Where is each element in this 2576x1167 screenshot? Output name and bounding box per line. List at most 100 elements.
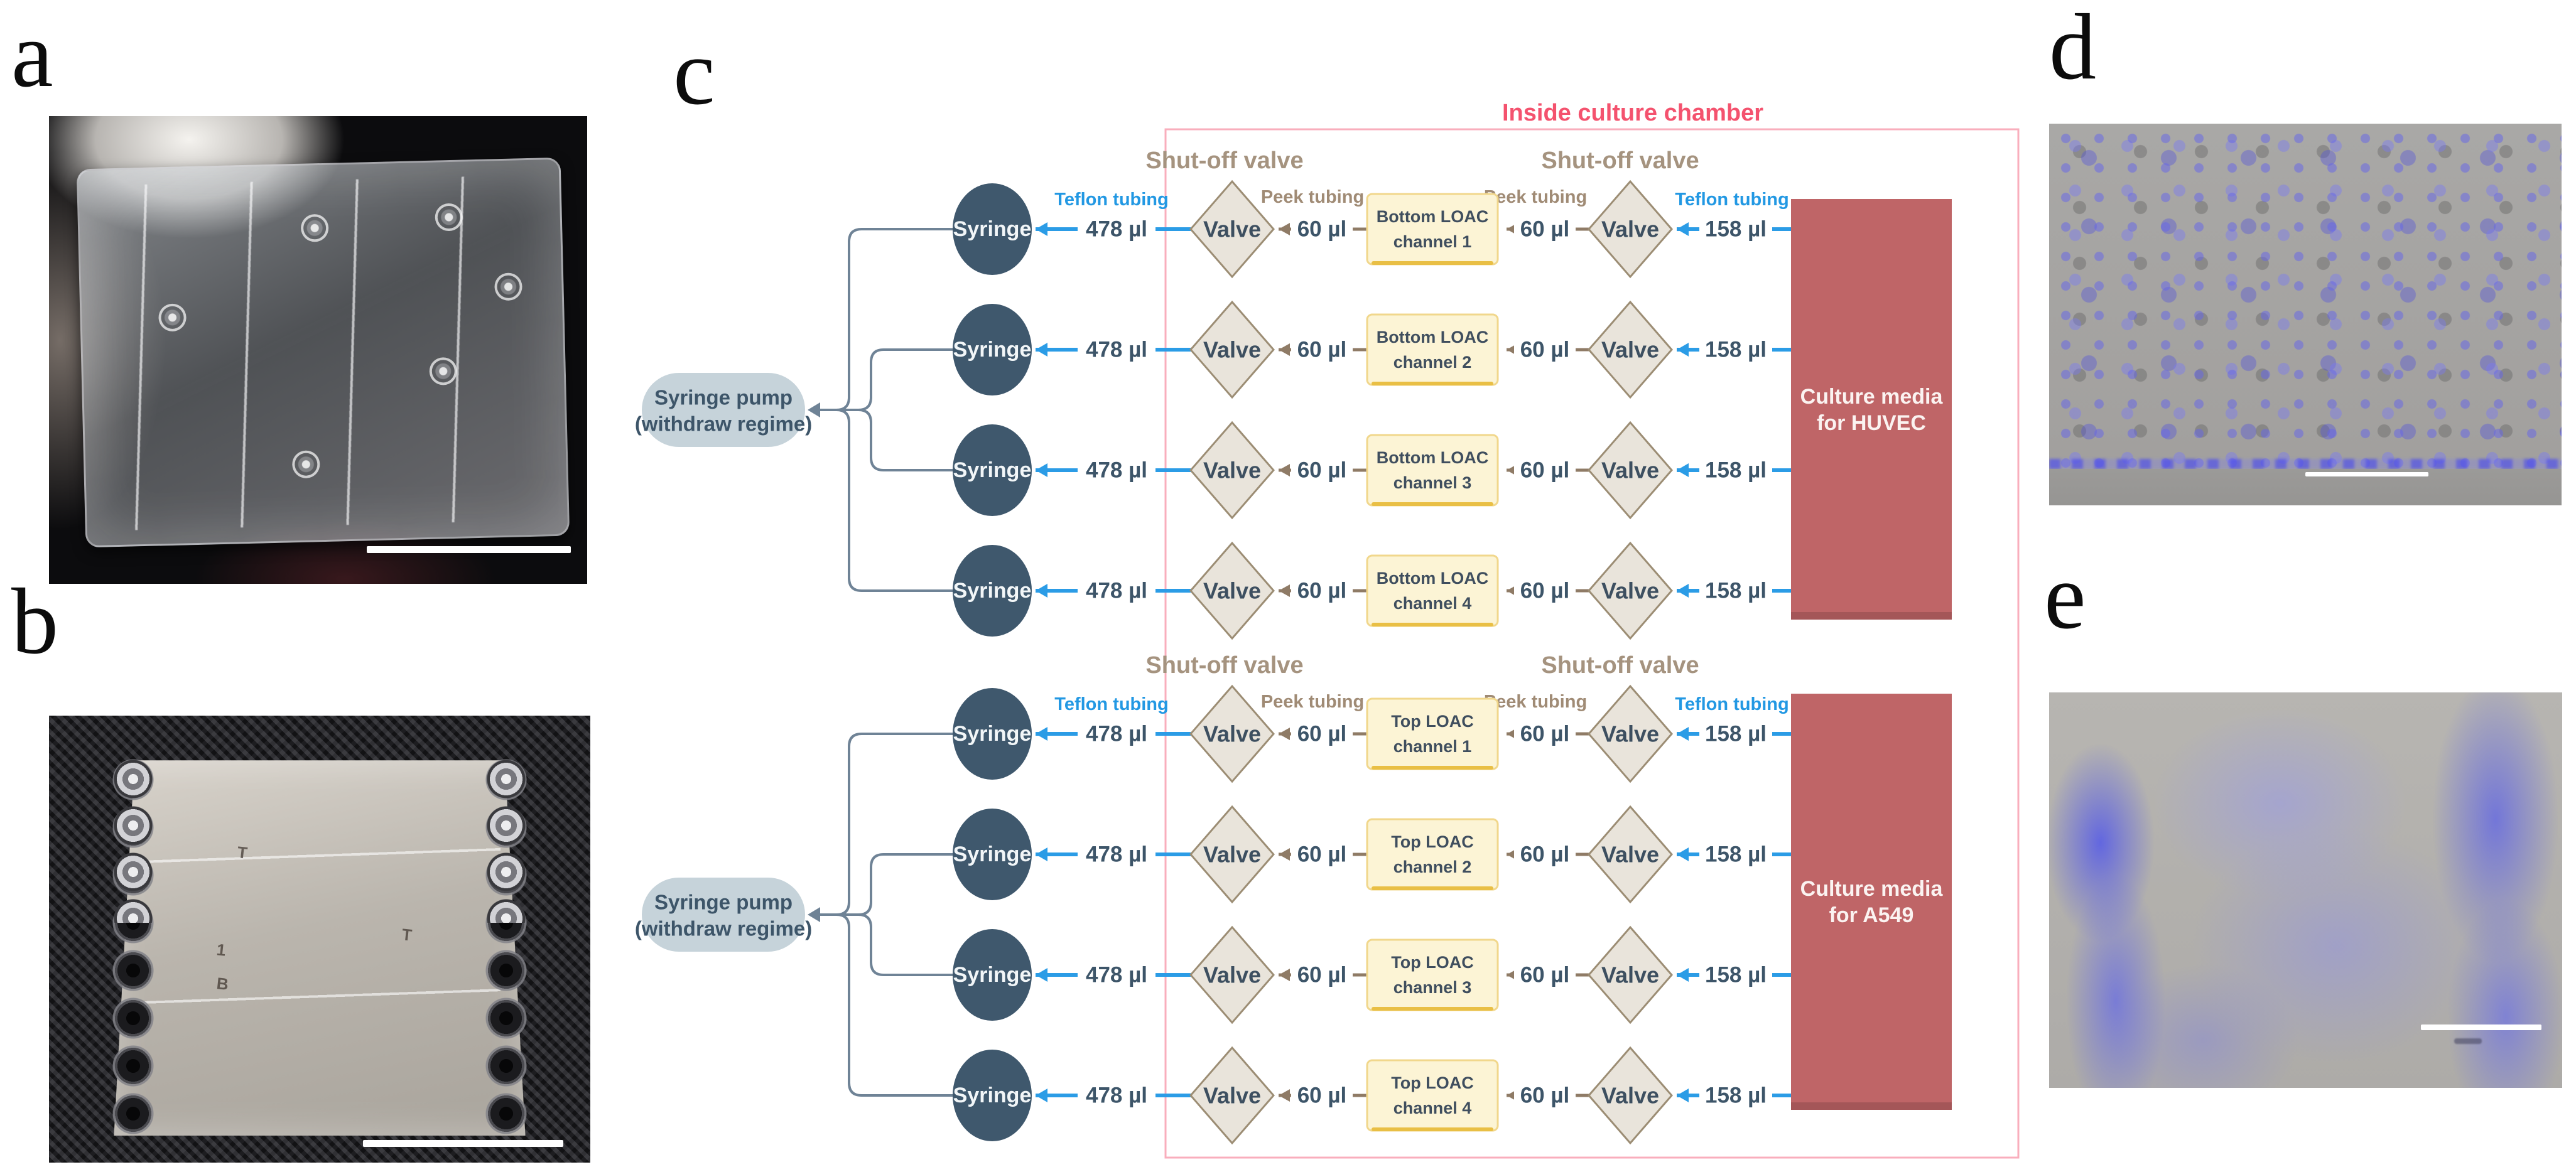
svg-text:Valve: Valve [1203, 1083, 1261, 1109]
svg-text:478 µl: 478 µl [1086, 1084, 1147, 1108]
svg-text:Top LOAC: Top LOAC [1391, 712, 1473, 731]
valve-icon [1588, 805, 1673, 904]
arrowhead-to-pump [808, 907, 820, 922]
shutoff-valve-label: Shut-off valve [1541, 652, 1699, 679]
loac-channel-box [1366, 193, 1499, 266]
svg-text:Syringe: Syringe [953, 338, 1032, 362]
svg-text:(withdraw regime): (withdraw regime) [635, 917, 812, 940]
svg-text:Top LOAC: Top LOAC [1391, 832, 1473, 851]
svg-text:158 µl: 158 µl [1705, 579, 1767, 603]
valve-icon [1588, 925, 1673, 1024]
loac-channel-box [1366, 1059, 1499, 1132]
syringe-node [953, 424, 1032, 516]
svg-text:60 µl: 60 µl [1297, 458, 1347, 483]
syringe-node [953, 1050, 1032, 1141]
shutoff-valve-label: Shut-off valve [1145, 652, 1303, 679]
flow-row: 478 µl Syringe Valve 60 µl Top LOACchann… [953, 925, 1791, 1024]
svg-text:channel 1: channel 1 [1394, 232, 1472, 251]
chip-channel-lines [138, 790, 501, 1106]
valve-icon [1189, 684, 1275, 783]
media-reservoir-huvec: Culture media for HUVEC [1791, 199, 1952, 620]
svg-text:Valve: Valve [1203, 578, 1261, 604]
svg-text:Valve: Valve [1203, 217, 1261, 242]
svg-text:Valve: Valve [1203, 458, 1261, 483]
svg-text:channel 4: channel 4 [1394, 1099, 1472, 1117]
svg-text:Syringe: Syringe [953, 458, 1032, 482]
valve-icon [1588, 541, 1673, 640]
scale-bar-caption [2454, 1038, 2482, 1045]
svg-text:478 µl: 478 µl [1086, 722, 1147, 746]
syringe-node [953, 688, 1032, 780]
syringe-node [953, 809, 1032, 900]
chamber-title: Inside culture chamber [1502, 100, 1763, 126]
peek-volume-label: 60 µl [1297, 217, 1347, 242]
svg-text:Syringe: Syringe [953, 217, 1032, 241]
panel-label-e: e [2044, 544, 2086, 648]
panel-label-d: d [2049, 0, 2096, 99]
metal-connectors [471, 756, 542, 923]
peek-tubing-label: Peek tubing [1484, 187, 1587, 207]
svg-text:60 µl: 60 µl [1297, 842, 1347, 867]
micrograph-d [2049, 124, 2562, 505]
valve-icon [1189, 805, 1275, 904]
svg-text:60 µl: 60 µl [1520, 842, 1570, 867]
valve-icon [1588, 684, 1673, 783]
loac-channel-box [1366, 818, 1499, 891]
valve-icon [1189, 1046, 1275, 1145]
flow-row: 478 µl Syringe Valve 60 µl Bottom LOACch… [953, 541, 1791, 640]
svg-text:Syringe: Syringe [953, 579, 1032, 603]
media-reservoir-a549: Culture media for A549 [1791, 694, 1952, 1110]
svg-text:channel 1: channel 1 [1394, 737, 1472, 756]
chip-photo-b: T 1 B T [49, 716, 590, 1163]
svg-text:60 µl: 60 µl [1297, 963, 1347, 987]
valve-icon [1189, 180, 1275, 279]
svg-text:60 µl: 60 µl [1520, 338, 1570, 362]
pump-connector-lines [808, 228, 954, 592]
scale-bar [2305, 472, 2428, 477]
svg-text:Syringe: Syringe [953, 722, 1032, 746]
svg-text:158 µl: 158 µl [1705, 963, 1767, 987]
svg-text:478 µl: 478 µl [1086, 338, 1147, 362]
syringe-pump-node: Syringe pump (withdraw regime) [635, 373, 812, 447]
svg-text:Culture media: Culture media [1800, 877, 1944, 901]
pump-connector-lines [808, 733, 954, 1097]
svg-text:Valve: Valve [1601, 842, 1659, 868]
valve-icon [1588, 1046, 1673, 1145]
loac-channel-box [1366, 434, 1499, 507]
svg-text:Syringe pump: Syringe pump [654, 891, 793, 914]
svg-text:channel 3: channel 3 [1394, 978, 1472, 997]
svg-text:60 µl: 60 µl [1297, 579, 1347, 603]
svg-text:Culture media: Culture media [1800, 385, 1944, 409]
flow-row: 478 µl Syringe Valve 60 µl Bottom LOACch… [953, 421, 1791, 520]
svg-text:Valve: Valve [1601, 578, 1659, 604]
cell-layer-edge [2049, 459, 2562, 470]
svg-text:Bottom LOAC: Bottom LOAC [1377, 569, 1488, 588]
svg-text:Syringe: Syringe [953, 842, 1032, 866]
flow-row: 478 µl Syringe Valve 60 µl Bottom LOACch… [953, 180, 1791, 279]
scale-bar [362, 1140, 563, 1148]
loac-channel-box [1366, 697, 1499, 770]
peek-volume-label: 60 µl [1520, 217, 1570, 242]
teflon-tubing-label: Teflon tubing [1054, 190, 1168, 210]
svg-text:158 µl: 158 µl [1705, 842, 1767, 867]
arrowhead-to-pump [808, 402, 820, 417]
svg-text:for HUVEC: for HUVEC [1817, 411, 1926, 435]
valve-icon [1588, 180, 1673, 279]
svg-text:60 µl: 60 µl [1297, 338, 1347, 362]
loac-channel-box [1366, 313, 1499, 386]
valve-icon [1588, 300, 1673, 399]
svg-text:Syringe pump: Syringe pump [654, 386, 793, 409]
svg-text:channel 2: channel 2 [1394, 353, 1472, 372]
svg-text:Valve: Valve [1601, 458, 1659, 483]
flow-row: 478 µl Syringe Valve 60 µl Bottom LOACch… [953, 300, 1791, 399]
valve-icon [1189, 541, 1275, 640]
svg-text:Bottom LOAC: Bottom LOAC [1377, 207, 1488, 226]
valve-icon [1189, 925, 1275, 1024]
svg-text:60 µl: 60 µl [1520, 458, 1570, 483]
svg-text:channel 2: channel 2 [1394, 858, 1472, 876]
svg-text:158 µl: 158 µl [1705, 458, 1767, 483]
shutoff-valve-label: Shut-off valve [1541, 148, 1699, 174]
svg-text:478 µl: 478 µl [1086, 842, 1147, 867]
svg-text:478 µl: 478 µl [1086, 458, 1147, 483]
